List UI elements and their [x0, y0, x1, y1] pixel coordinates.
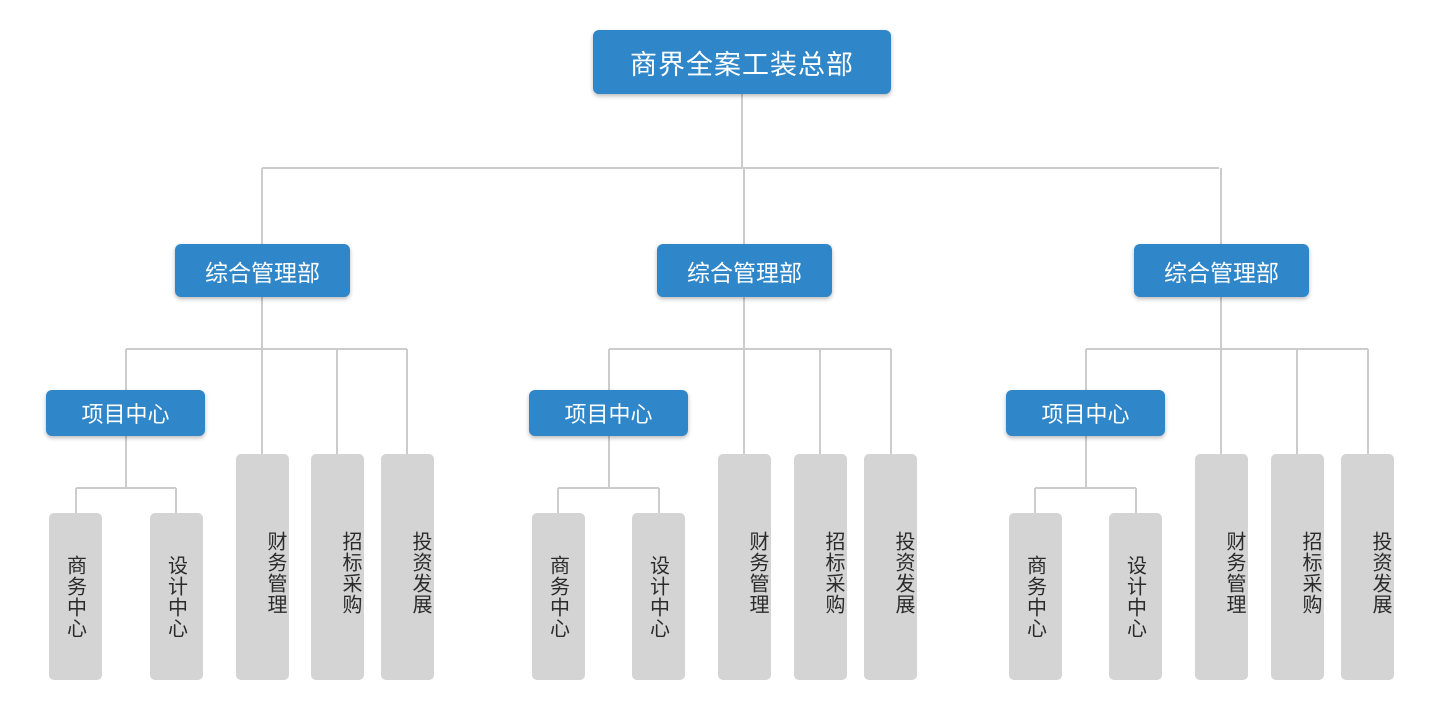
project-center-node: 项目中心	[1006, 390, 1165, 436]
department-node: 投资发展	[1341, 454, 1394, 680]
department-node: 招标采购	[311, 454, 364, 680]
sub-center-node: 设计中心	[632, 513, 685, 680]
department-node: 财务管理	[1195, 454, 1248, 680]
project-center-node: 项目中心	[529, 390, 688, 436]
project-center-node: 项目中心	[46, 390, 205, 436]
department-node: 财务管理	[718, 454, 771, 680]
root-node: 商界全案工装总部	[593, 30, 891, 94]
sub-center-node: 设计中心	[1109, 513, 1162, 680]
division-node: 综合管理部	[657, 244, 832, 297]
sub-center-node: 商务中心	[532, 513, 585, 680]
division-node: 综合管理部	[1134, 244, 1309, 297]
sub-center-node: 设计中心	[150, 513, 203, 680]
department-node: 投资发展	[864, 454, 917, 680]
division-node: 综合管理部	[175, 244, 350, 297]
department-node: 招标采购	[794, 454, 847, 680]
department-node: 财务管理	[236, 454, 289, 680]
department-node: 招标采购	[1271, 454, 1324, 680]
sub-center-node: 商务中心	[49, 513, 102, 680]
department-node: 投资发展	[381, 454, 434, 680]
sub-center-node: 商务中心	[1009, 513, 1062, 680]
